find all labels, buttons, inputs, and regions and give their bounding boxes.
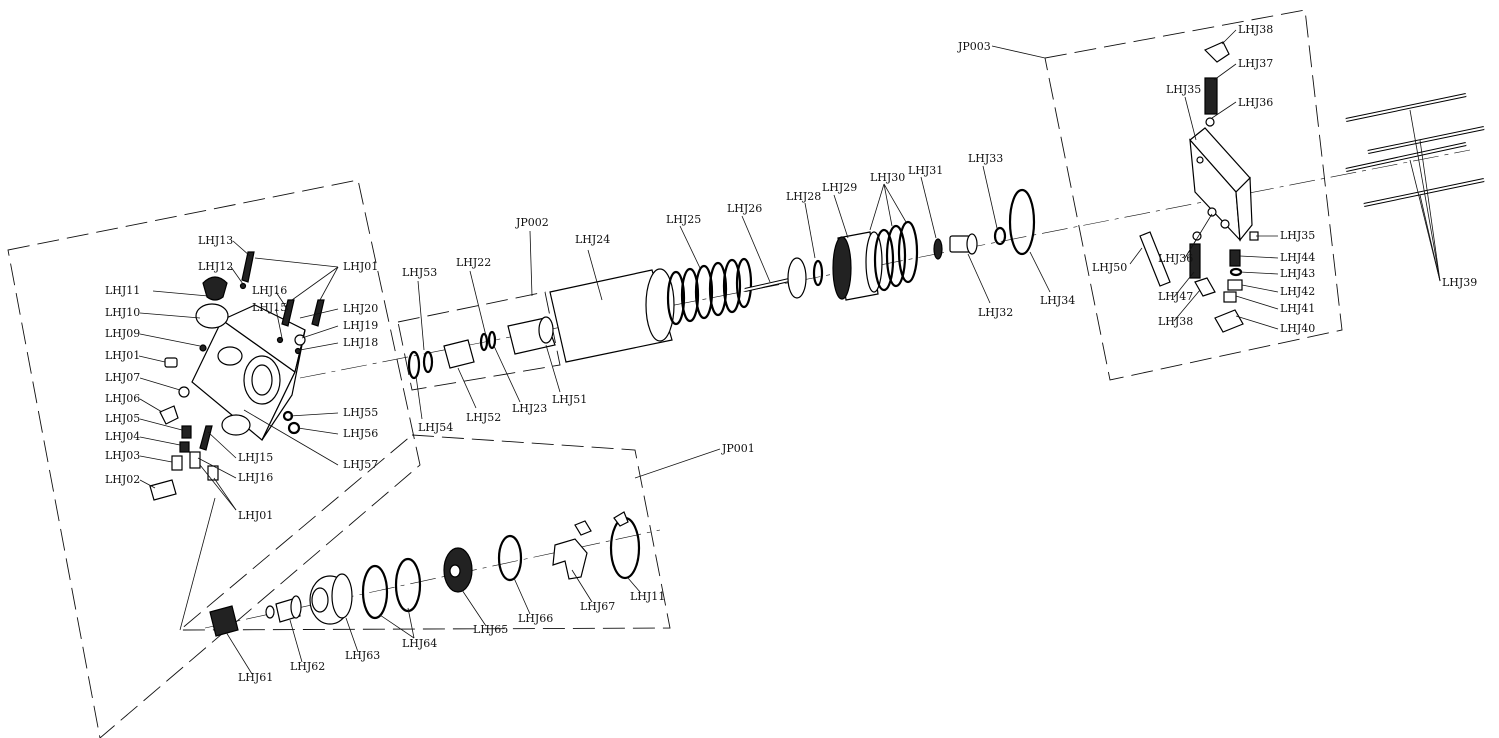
group-box-left-manifold: [7, 179, 421, 738]
label-lhj56: LHJ56: [343, 427, 378, 440]
label-lhj35-right: LHJ35: [1280, 229, 1315, 242]
leader-lines: [138, 29, 1441, 675]
label-jp003: JP003: [957, 40, 991, 53]
spring: [666, 257, 753, 326]
nut-33: [993, 226, 1007, 246]
label-lhj05: LHJ05: [105, 412, 140, 425]
label-lhj61: LHJ61: [238, 671, 273, 684]
label-lhj43: LHJ43: [1280, 267, 1315, 280]
end-cap-block: [1189, 127, 1253, 242]
label-lhj19: LHJ19: [343, 319, 378, 332]
label-lhj29: LHJ29: [822, 181, 857, 194]
label-jp001: JP001: [721, 442, 755, 455]
label-lhj65: LHJ65: [473, 623, 508, 636]
left-fittings: [149, 251, 325, 501]
label-lhj01-left: LHJ01: [105, 349, 140, 362]
label-lhj24: LHJ24: [575, 233, 610, 246]
piston-rings: [873, 220, 919, 292]
label-lhj16-bottom: LHJ16: [238, 471, 273, 484]
label-lhj03: LHJ03: [105, 449, 140, 462]
label-lhj42: LHJ42: [1280, 285, 1315, 298]
label-lhj66: LHJ66: [518, 612, 553, 625]
label-lhj32: LHJ32: [978, 306, 1013, 319]
end-fitting-32: [949, 233, 978, 255]
label-lhj36-bottom: LHJ36: [1158, 252, 1193, 265]
label-lhj47: LHJ47: [1158, 290, 1193, 303]
label-lhj20: LHJ20: [343, 302, 378, 315]
label-lhj01-bottom: LHJ01: [238, 509, 273, 522]
label-lhj26: LHJ26: [727, 202, 762, 215]
label-lhj06: LHJ06: [105, 392, 140, 405]
label-lhj25: LHJ25: [666, 213, 701, 226]
label-lhj15-bottom: LHJ15: [238, 451, 273, 464]
label-lhj07: LHJ07: [105, 371, 140, 384]
label-lhj01-top: LHJ01: [343, 260, 378, 273]
label-lhj09: LHJ09: [105, 327, 140, 340]
label-lhj02: LHJ02: [105, 473, 140, 486]
label-lhj53: LHJ53: [402, 266, 437, 279]
manifold-block: [191, 304, 306, 441]
label-lhj04: LHJ04: [105, 430, 140, 443]
label-lhj38-bottom: LHJ38: [1158, 315, 1193, 328]
label-jp002: JP002: [515, 216, 549, 229]
seal-ring-28: [812, 259, 824, 287]
label-lhj39: LHJ39: [1442, 276, 1477, 289]
label-lhj30: LHJ30: [870, 171, 905, 184]
label-lhj16-top: LHJ16: [252, 284, 287, 297]
label-lhj28: LHJ28: [786, 190, 821, 203]
label-lhj35-top: LHJ35: [1166, 83, 1201, 96]
large-oring-34: [1008, 188, 1036, 256]
label-lhj54: LHJ54: [418, 421, 453, 434]
label-lhj63: LHJ63: [345, 649, 380, 662]
piston-head: [832, 231, 883, 301]
label-lhj13: LHJ13: [198, 234, 233, 247]
piston-disc: [787, 257, 807, 299]
group-box-jp001: [178, 434, 671, 631]
main-axis-line: [299, 149, 1471, 379]
small-seal-31: [933, 238, 943, 260]
label-lhj12: LHJ12: [198, 260, 233, 273]
label-lhj15-top: LHJ15: [252, 301, 287, 314]
label-lhj11: LHJ11: [105, 284, 140, 297]
label-lhj57: LHJ57: [343, 458, 378, 471]
label-lhj33: LHJ33: [968, 152, 1003, 165]
label-lhj44: LHJ44: [1280, 251, 1315, 264]
label-lhj52: LHJ52: [466, 411, 501, 424]
label-lhj34: LHJ34: [1040, 294, 1075, 307]
label-lhj23: LHJ23: [512, 402, 547, 415]
label-lhj36-top: LHJ36: [1238, 96, 1273, 109]
label-lhj22: LHJ22: [456, 256, 491, 269]
label-lhj50: LHJ50: [1092, 261, 1127, 274]
label-lhj62: LHJ62: [290, 660, 325, 673]
label-lhj41: LHJ41: [1280, 302, 1315, 315]
label-lhj10: LHJ10: [105, 306, 140, 319]
label-lhj51: LHJ51: [552, 393, 587, 406]
label-lhj18: LHJ18: [343, 336, 378, 349]
label-lhj55: LHJ55: [343, 406, 378, 419]
label-lhj64: LHJ64: [402, 637, 437, 650]
jp002-parts: [407, 316, 556, 380]
group-box-jp003: [1044, 9, 1343, 381]
part-labels: LHJ13 LHJ12 LHJ11 LHJ10 LHJ09 LHJ01 LHJ0…: [105, 23, 1477, 684]
jp001-parts: [209, 511, 641, 637]
jp003-fittings: [1139, 41, 1259, 333]
tie-rods: [1345, 93, 1485, 207]
label-lhj37: LHJ37: [1238, 57, 1273, 70]
label-lhj31: LHJ31: [908, 164, 943, 177]
cylinder-barrel: [549, 268, 675, 363]
label-lhj38-top: LHJ38: [1238, 23, 1273, 36]
group-box-jp002: [397, 291, 561, 391]
label-lhj40: LHJ40: [1280, 322, 1315, 335]
label-lhj67: LHJ67: [580, 600, 615, 613]
label-lhj11-jp001: LHJ11: [630, 590, 665, 603]
